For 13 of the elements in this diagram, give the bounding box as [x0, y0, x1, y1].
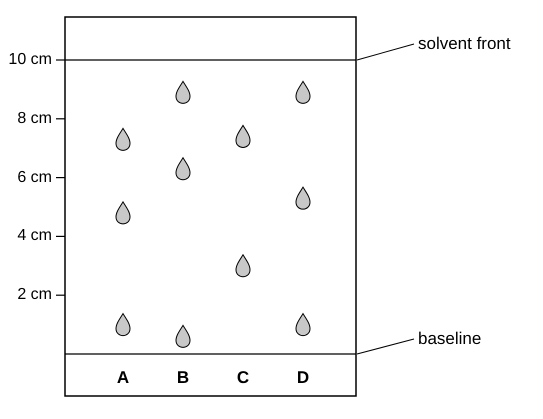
leader-line [356, 44, 414, 60]
scale-label: 2 cm [17, 285, 52, 306]
lane-label: D [296, 367, 310, 389]
lane-label: A [116, 367, 130, 389]
scale-label: 6 cm [17, 168, 52, 188]
scale-label: 8 cm [17, 108, 52, 129]
scale-label: 10 cm [8, 50, 52, 70]
callout-label: baseline [418, 327, 482, 351]
lane-label: C [236, 367, 250, 389]
leader-line [356, 338, 414, 354]
scale-label: 4 cm [17, 226, 52, 246]
lane-label: B [176, 367, 190, 389]
callout-label: solvent front [418, 32, 511, 56]
